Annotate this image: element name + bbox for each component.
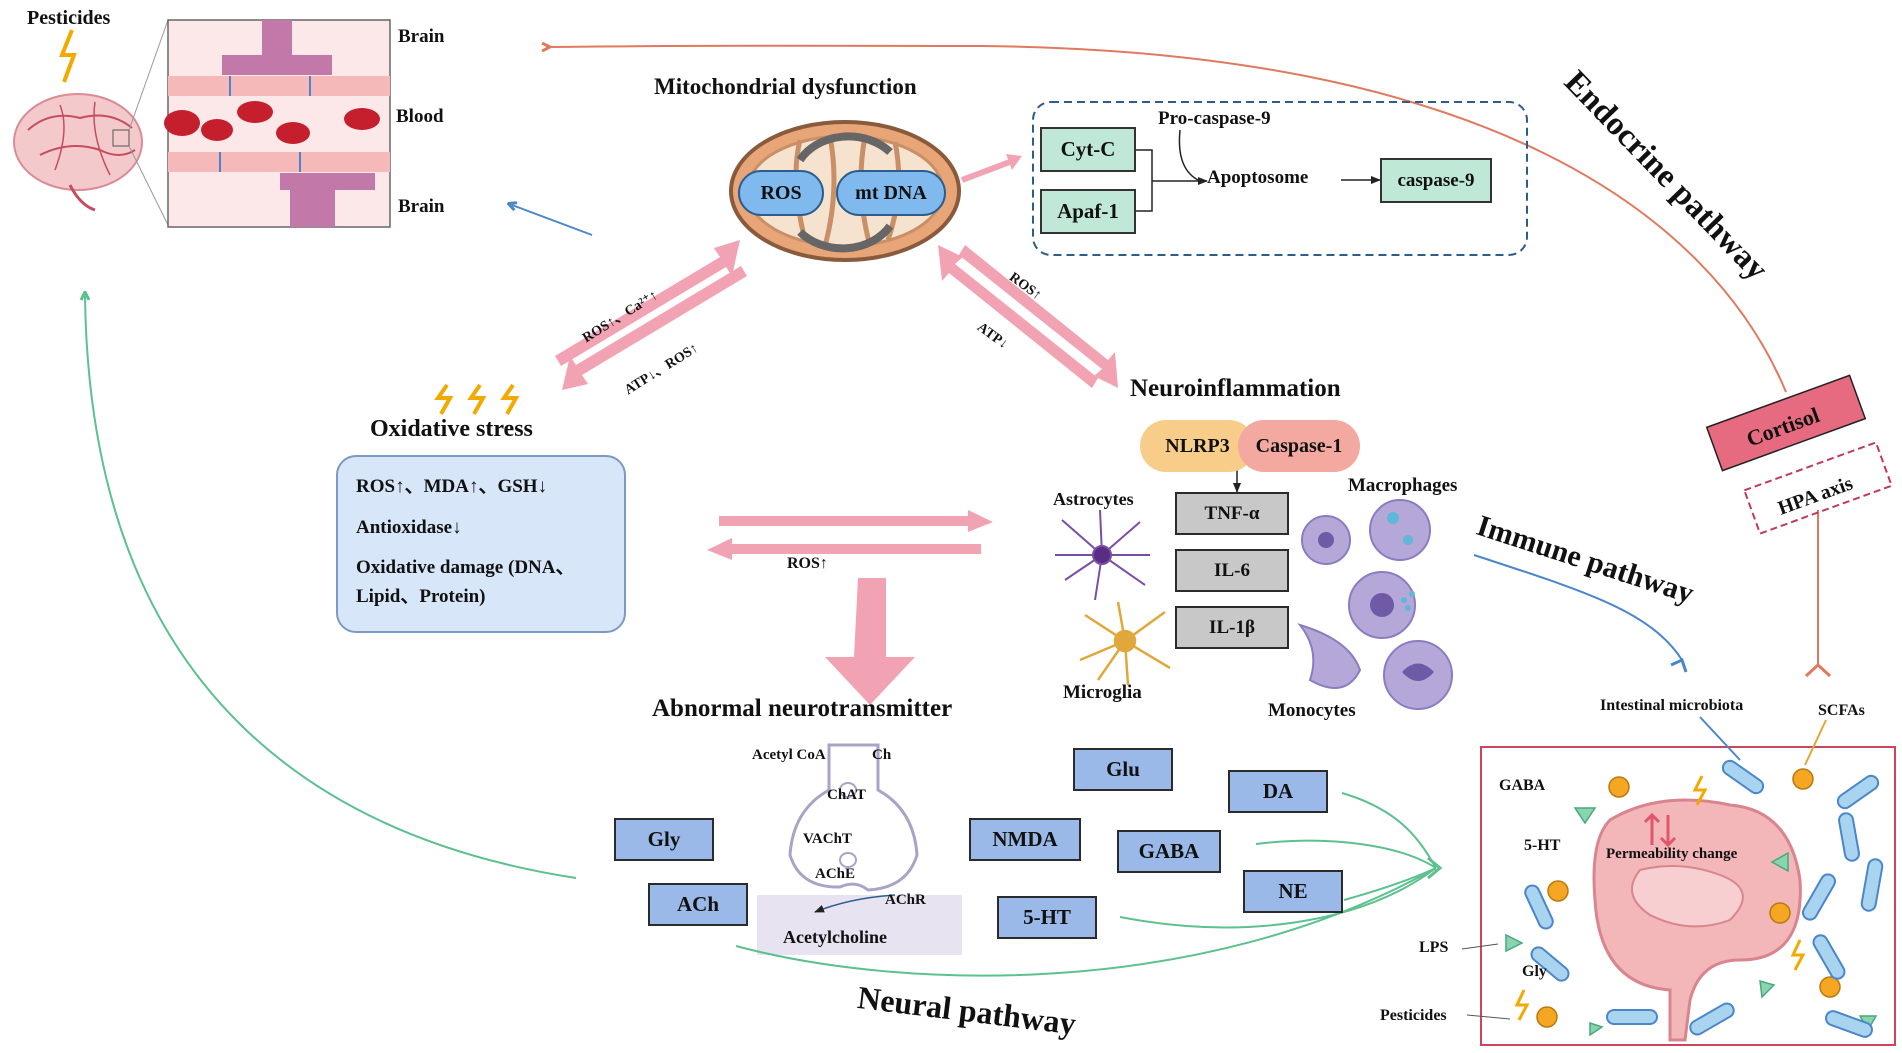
- lightning-icon-group: [434, 383, 520, 415]
- neurotransmitter-title: Abnormal neurotransmitter: [652, 695, 953, 722]
- monocytes-label: Monocytes: [1268, 700, 1356, 721]
- immune-cells-illustration: [1297, 499, 1453, 710]
- oxidative-line4: Lipid、Protein): [356, 585, 486, 607]
- cytc-box: Cyt-C: [1040, 127, 1136, 172]
- microglia-illustration: [1079, 601, 1171, 686]
- oxidative-line1: ROS↑、MDA↑、GSH↓: [356, 476, 548, 497]
- lps-label: LPS: [1419, 939, 1449, 956]
- cortisol-box: [1705, 374, 1867, 472]
- caspase1-pill: Caspase-1: [1238, 420, 1360, 472]
- achr-label: AChR: [885, 892, 926, 908]
- caspase9-box: caspase-9: [1380, 158, 1492, 203]
- chat-label: ChAT: [827, 787, 866, 803]
- apoptosome-label: Apoptosome: [1207, 167, 1309, 188]
- ros-pill: ROS: [738, 170, 824, 216]
- da-box: DA: [1228, 770, 1328, 813]
- neuroinflammation-title: Neuroinflammation: [1130, 375, 1341, 402]
- astrocyte-illustration: [1055, 509, 1150, 601]
- pesticides-label: Pesticides: [27, 7, 111, 29]
- brain-bottom-label: Brain: [398, 196, 445, 217]
- gaba-box: GABA: [1117, 830, 1221, 873]
- ch-label: Ch: [872, 747, 892, 763]
- acetylcholine-label: Acetylcholine: [783, 927, 887, 947]
- permeability-label: Permeability change: [1606, 846, 1738, 862]
- ache-label: AChE: [815, 866, 856, 882]
- vacht-label: VAChT: [803, 831, 852, 847]
- hpa-axis-box: [1743, 441, 1893, 535]
- gut-gaba-label: GABA: [1499, 777, 1546, 794]
- il6-box: IL-6: [1175, 549, 1289, 592]
- pink-double-arrows: [555, 240, 1118, 705]
- apoptosis-frame: [1032, 101, 1528, 256]
- astrocytes-label: Astrocytes: [1053, 489, 1134, 509]
- gly-box: Gly: [614, 818, 714, 861]
- glu-box: Glu: [1073, 748, 1173, 791]
- lightning-icon: [59, 29, 77, 83]
- acetylcoa-label: Acetyl CoA: [752, 747, 826, 763]
- mtdna-pill: mt DNA: [836, 170, 946, 216]
- apaf1-box: Apaf-1: [1040, 189, 1136, 234]
- microbiota-label: Intestinal microbiota: [1600, 697, 1744, 714]
- gut-5ht-label: 5-HT: [1524, 837, 1561, 854]
- oxidative-line3: Oxidative damage (DNA、: [356, 557, 575, 578]
- blood-label: Blood: [396, 106, 444, 127]
- nlrp3-pill: NLRP3: [1140, 420, 1255, 472]
- procaspase9-label: Pro-caspase-9: [1158, 108, 1271, 129]
- brain-illustration: [13, 19, 169, 226]
- mito-title: Mitochondrial dysfunction: [654, 74, 917, 99]
- mito-to-apoptosis-arrow: [960, 157, 1017, 183]
- 5ht-box: 5-HT: [997, 896, 1097, 939]
- gut-gly-label: Gly: [1522, 963, 1547, 980]
- endocrine-pathway-arrow: [546, 46, 1787, 393]
- immune-pathway-line: [1473, 554, 1683, 661]
- mito-to-brain-arrow: [512, 205, 593, 236]
- oxidative-title: Oxidative stress: [370, 416, 533, 442]
- nmda-box: NMDA: [969, 818, 1081, 861]
- scfas-label: SCFAs: [1818, 702, 1865, 719]
- ach-box: ACh: [648, 883, 748, 926]
- oxidative-line2: Antioxidase↓: [356, 516, 462, 538]
- brain-top-label: Brain: [398, 26, 445, 47]
- cholinergic-synapse-illustration: [757, 743, 962, 955]
- il1beta-box: IL-1β: [1175, 606, 1289, 649]
- macrophages-label: Macrophages: [1348, 475, 1458, 496]
- gut-pesticides-label: Pesticides: [1380, 1007, 1447, 1024]
- blood-brain-barrier-panel: [164, 19, 391, 228]
- mid-ros-label: ROS↑: [787, 555, 828, 572]
- ne-box: NE: [1243, 870, 1343, 913]
- oxidative-box: ROS↑、MDA↑、GSH↓ Antioxidase↓ Oxidative da…: [336, 455, 626, 633]
- microglia-label: Microglia: [1063, 682, 1142, 703]
- gut-panel: [1461, 746, 1896, 1046]
- neural-to-brain-arrow: [85, 296, 577, 879]
- tnf-alpha-box: TNF-α: [1175, 492, 1289, 535]
